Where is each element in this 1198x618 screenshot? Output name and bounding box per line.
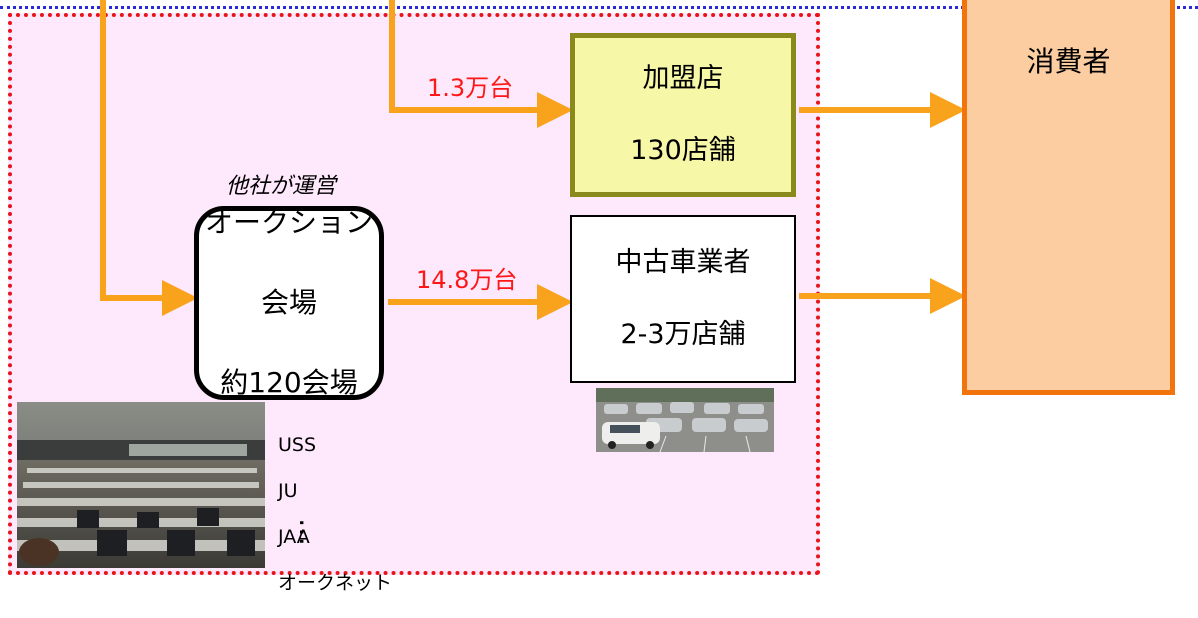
list-ellipsis: …	[293, 518, 326, 548]
auction-venue-count: 約120会場	[220, 366, 358, 399]
dealer-name: 中古車業者	[615, 247, 751, 278]
list-item: JU	[278, 480, 298, 502]
auction-title: オークション	[204, 206, 373, 239]
auction-venue-box: オークション 会場 約120会場	[194, 206, 384, 400]
arrow-source-to-auction	[100, 0, 198, 316]
top-dotted-border	[0, 6, 1198, 9]
flow-label-member-store: 1.3万台	[427, 74, 514, 102]
consumer-box: 消費者	[962, 0, 1175, 395]
member-store-name: 加盟店	[642, 63, 724, 94]
auction-venue-word: 会場	[260, 286, 317, 319]
flow-arrows	[100, 0, 966, 320]
auction-operator-list: USS JU JAA オークネット	[278, 411, 392, 618]
dealer-count: 2-3万店舗	[620, 319, 746, 350]
used-car-lot-photo	[596, 388, 774, 452]
flow-label-dealer: 14.8万台	[416, 266, 518, 294]
auction-hall-photo	[17, 402, 265, 568]
used-car-dealer-box: 中古車業者 2-3万店舗	[570, 215, 796, 383]
list-item: オークネット	[278, 572, 393, 594]
member-store-box: 加盟店 130店舗	[570, 33, 796, 197]
list-item: USS	[278, 434, 317, 456]
arrow-source-to-member-store	[389, 0, 573, 128]
member-store-count: 130店舗	[630, 135, 736, 166]
consumer-label: 消費者	[1026, 45, 1111, 78]
list-item: JAA	[278, 526, 310, 548]
auction-operator-note: 他社が運営	[226, 174, 337, 199]
